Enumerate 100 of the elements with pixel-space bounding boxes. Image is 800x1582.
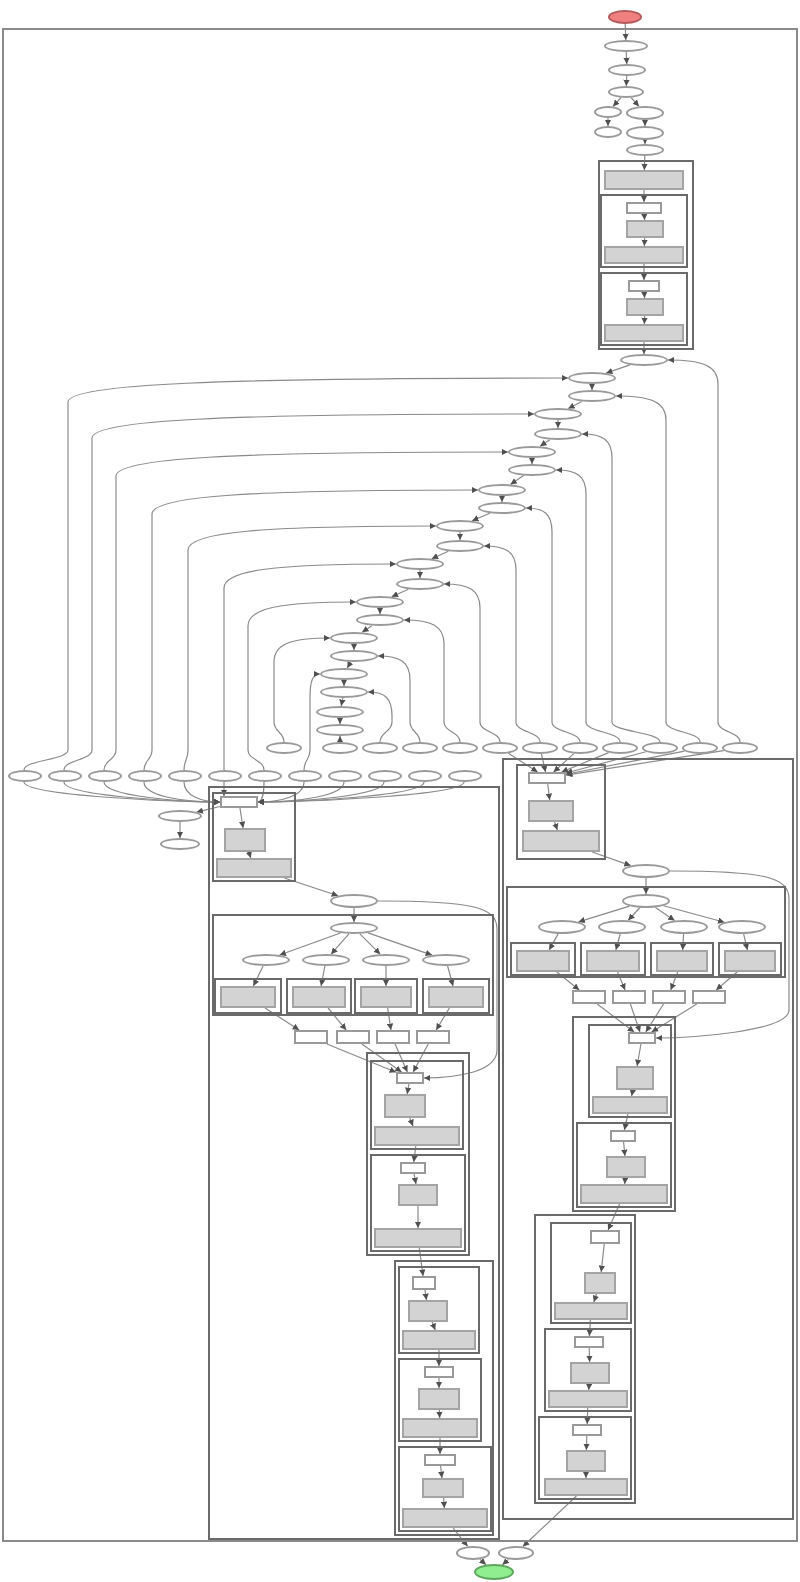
arrow [176, 821, 184, 839]
arrow [604, 117, 612, 127]
arrow [629, 1089, 636, 1097]
process-box [571, 990, 605, 1004]
arrow [525, 505, 581, 743]
arrow [416, 569, 424, 579]
cluster-frame [370, 1154, 466, 1252]
shaded-process-box [292, 986, 346, 1008]
ellipse-node [447, 770, 481, 782]
ellipse-node [330, 632, 378, 644]
arrow [565, 750, 686, 777]
process-box [628, 280, 660, 292]
ellipse-node [722, 742, 758, 754]
ellipse-node [402, 742, 438, 754]
process-box [375, 1030, 409, 1044]
ellipse-node [367, 770, 401, 782]
shaded-process-box [402, 1508, 488, 1528]
arrow [412, 1043, 429, 1073]
arrow [326, 1043, 397, 1073]
arrow [522, 1495, 578, 1548]
arrow [386, 1007, 394, 1031]
arrow [591, 851, 632, 867]
ellipse-node [660, 920, 708, 934]
shaded-process-box [586, 950, 640, 972]
arrow [667, 356, 741, 743]
cluster-frame [600, 272, 688, 346]
shaded-process-box [216, 858, 292, 878]
arrow [436, 1409, 443, 1419]
arrow [586, 1383, 593, 1391]
shaded-process-box [528, 800, 574, 822]
arrow [483, 542, 541, 743]
arrow [640, 189, 648, 203]
arrow [582, 1471, 590, 1479]
arrow [655, 870, 790, 1042]
arrow [431, 550, 449, 560]
arrow [23, 374, 569, 771]
arrow [598, 1243, 606, 1273]
cluster-frame [576, 1122, 672, 1208]
arrow [545, 783, 553, 801]
arrow [422, 1289, 429, 1301]
process-box [628, 1032, 656, 1044]
arrow [376, 607, 384, 615]
ellipse-node [207, 770, 241, 782]
arrow [391, 588, 409, 598]
arrow [377, 652, 421, 743]
arrow [567, 400, 583, 410]
ellipse-node [247, 770, 281, 782]
process-box [528, 772, 566, 784]
ellipse-node [362, 742, 398, 754]
ellipse-node [127, 770, 161, 782]
shaded-process-box [554, 1302, 628, 1320]
arrow [507, 752, 539, 773]
arrow [411, 1145, 418, 1163]
shaded-process-box [604, 170, 684, 190]
shaded-process-box [408, 1300, 448, 1322]
cluster-frame [600, 194, 688, 268]
arrow [592, 1293, 599, 1303]
ellipse-node [456, 1546, 490, 1560]
arrow [670, 971, 679, 991]
arrow [565, 749, 725, 778]
cluster-frame [538, 1416, 632, 1500]
ellipse-node [626, 106, 664, 120]
arrow [540, 753, 548, 773]
ellipse-node [594, 106, 622, 118]
arrow [509, 475, 525, 485]
process-box [590, 1230, 620, 1244]
arrow [247, 598, 357, 771]
arrow [635, 1043, 642, 1067]
ellipse-node [602, 742, 638, 754]
ellipse-node [478, 502, 526, 514]
ellipse-node [620, 354, 668, 366]
arrow [641, 155, 648, 171]
cluster-frame [366, 1052, 470, 1256]
arrow [605, 364, 631, 375]
ellipse-node [316, 724, 364, 736]
shaded-process-box [626, 298, 664, 316]
cluster-frame [422, 978, 490, 1014]
cluster-frame [212, 914, 494, 1016]
arrow [586, 1347, 593, 1363]
process-box [424, 1454, 456, 1466]
shaded-process-box [220, 986, 276, 1008]
arrow [257, 781, 465, 806]
arrow [257, 781, 265, 805]
shaded-process-box [604, 246, 684, 264]
arrow [641, 137, 649, 145]
cluster-frame [370, 1060, 464, 1150]
arrow [528, 457, 536, 465]
arrow [411, 1173, 418, 1185]
process-box [626, 202, 662, 214]
ellipse-node [436, 540, 484, 552]
arrow [429, 1321, 436, 1331]
cluster-frame [550, 1222, 632, 1324]
cluster-frame [510, 942, 576, 976]
arrow [238, 807, 246, 829]
process-box [610, 1130, 636, 1142]
arrow [621, 1141, 628, 1157]
process-box [424, 1366, 454, 1378]
process-box [400, 1162, 426, 1174]
arrow [561, 752, 610, 773]
arrow [556, 971, 580, 991]
